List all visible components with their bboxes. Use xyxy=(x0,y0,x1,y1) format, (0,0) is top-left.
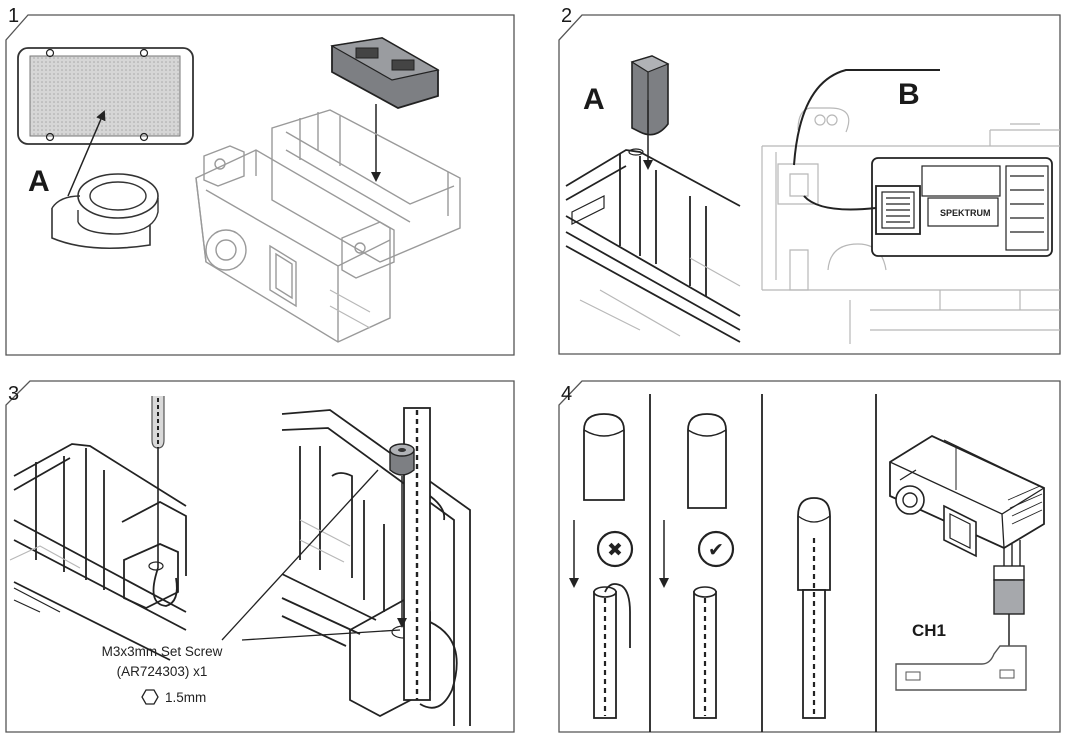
tape-roll xyxy=(51,173,159,250)
box-top-view xyxy=(761,107,1060,344)
box-edge-small xyxy=(9,443,187,661)
antenna-wire-lower xyxy=(803,195,877,211)
step-number-2: 2 xyxy=(561,5,572,27)
servo-with-box xyxy=(195,109,461,343)
step-number-3: 3 xyxy=(8,383,19,405)
channel-label: CH1 xyxy=(912,621,946,640)
box-corner xyxy=(565,148,741,343)
antenna-tube-small xyxy=(151,396,178,607)
panel-2: 2 A xyxy=(558,5,1061,355)
panel-4: 4 ✖ ✔ xyxy=(558,380,1061,733)
callout-b-panel-2: B xyxy=(898,78,920,111)
panel-3: 3 xyxy=(5,380,515,733)
tube-right xyxy=(693,586,717,719)
right-symbol: ✔ xyxy=(708,539,724,561)
part-number: (AR724303) x1 xyxy=(117,664,208,679)
receiver-port xyxy=(895,645,1027,691)
callout-a-panel-2: A xyxy=(583,83,605,116)
set-screw xyxy=(389,443,415,476)
step-number-4: 4 xyxy=(561,383,572,405)
receiver-top: SPEKTRUM xyxy=(871,157,1053,257)
servo-plug xyxy=(993,565,1025,615)
tape-arrow xyxy=(67,110,106,197)
cap-wrong xyxy=(583,413,625,501)
check-icon xyxy=(697,530,735,568)
panel-2-frame xyxy=(558,14,1061,355)
leader-line-upper xyxy=(221,469,379,641)
hex-key-icon xyxy=(141,689,159,705)
tube-wrong xyxy=(593,583,631,719)
part-a-cap xyxy=(630,55,670,136)
callout-a-panel-1: A xyxy=(28,165,50,198)
panel-3-frame xyxy=(5,380,515,733)
servo-ch1 xyxy=(889,434,1045,566)
step-number-1: 1 xyxy=(8,5,19,27)
wrong-symbol: ✖ xyxy=(607,539,623,561)
hex-size: 1.5mm xyxy=(165,690,206,705)
leader-line-lower xyxy=(241,629,401,641)
antenna-wire xyxy=(793,69,940,166)
tube-assembled xyxy=(797,497,831,719)
receiver xyxy=(330,37,440,109)
receiver-brand: SPEKTRUM xyxy=(940,208,991,218)
cap-right xyxy=(687,413,727,509)
part-name: M3x3mm Set Screw xyxy=(102,644,223,659)
panel-1: 1 A xyxy=(5,5,515,356)
wrong-icon xyxy=(596,530,634,568)
tape-pad xyxy=(17,47,194,145)
